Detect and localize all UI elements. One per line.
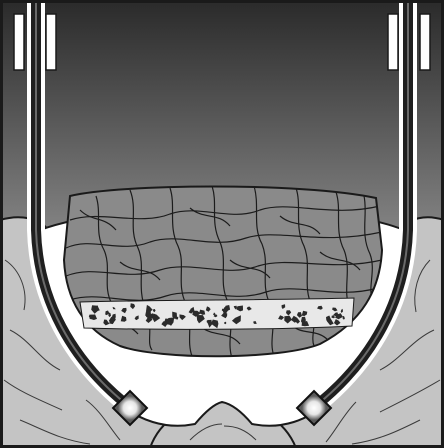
- fractured-rock-block: [64, 186, 382, 358]
- fragmented-seam: [80, 298, 354, 329]
